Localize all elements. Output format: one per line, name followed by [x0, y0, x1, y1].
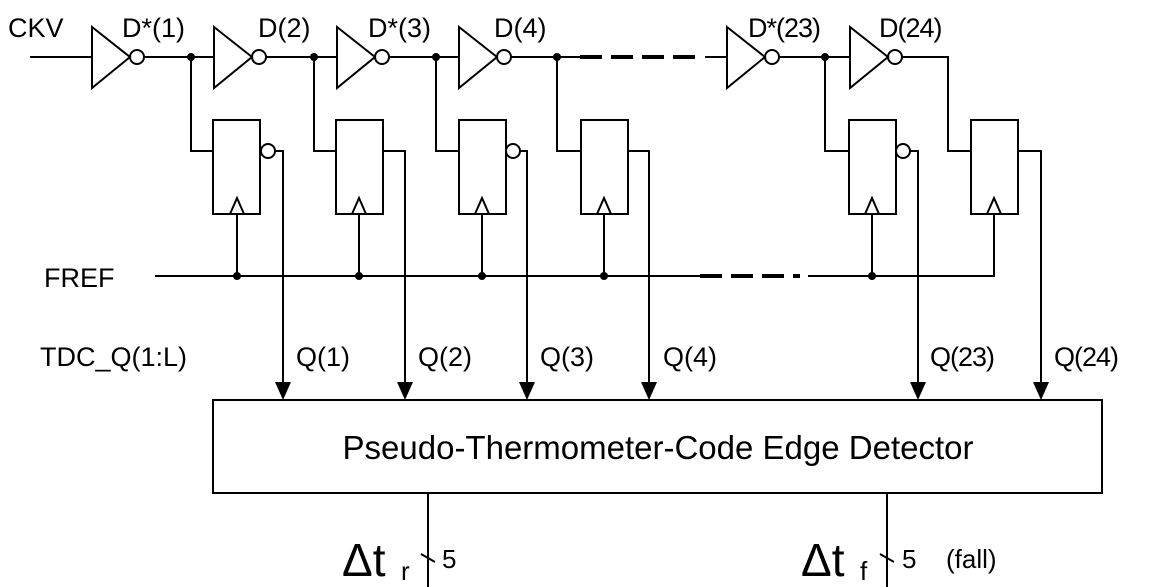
- delay-label-24: D(24): [879, 13, 942, 43]
- bus-slash-rise: [420, 553, 436, 563]
- flip-flop-2: [335, 119, 384, 215]
- flip-flop-24: [970, 119, 1019, 215]
- q-arrow-2: [397, 382, 413, 400]
- q-label-1: Q(1): [296, 342, 350, 372]
- bus-slash-fall: [879, 553, 895, 563]
- flip-flop-1: [212, 119, 276, 215]
- bus-width-fall: 5: [902, 544, 916, 574]
- flip-flop-4: [580, 119, 629, 215]
- flip-flop-23: [848, 119, 911, 215]
- delay-label-2: D(2): [258, 13, 311, 43]
- q-label-4: Q(4): [663, 342, 717, 372]
- q-arrow-3: [519, 382, 535, 400]
- tap-wire-23: [824, 57, 849, 152]
- q-wire-1: [275, 150, 284, 385]
- delay-label-3: D*(3): [368, 13, 431, 43]
- tap-wire-3: [435, 57, 459, 152]
- q-wire-24: [1018, 150, 1042, 385]
- bus-width-rise: 5: [442, 544, 456, 574]
- ckv-label: CKV: [8, 13, 64, 43]
- q-arrow-24: [1033, 382, 1049, 400]
- delay-label-1: D*(1): [122, 13, 185, 43]
- chain-wire-24: [902, 56, 971, 152]
- q-label-24: Q(24): [1054, 342, 1118, 372]
- clk-dot-2: [355, 272, 363, 280]
- fref-wire-end: [808, 214, 995, 277]
- q-wire-2: [383, 150, 406, 385]
- clk-dot-23: [868, 272, 876, 280]
- q-label-3: Q(3): [540, 342, 594, 372]
- flip-flop-3: [458, 119, 521, 215]
- tap-wire-1: [190, 57, 213, 152]
- q-label-23: Q(23): [930, 342, 994, 372]
- tap-wire-4: [556, 57, 581, 152]
- edge-detector-block: [212, 399, 1103, 494]
- q-label-2: Q(2): [418, 342, 472, 372]
- clk-dot-4: [600, 272, 608, 280]
- q-arrow-23: [910, 382, 926, 400]
- fall-note: (fall): [946, 544, 997, 574]
- delay-label-4: D(4): [494, 13, 547, 43]
- fref-label: FREF: [44, 263, 115, 293]
- delta-t-rise-subscript: r: [401, 556, 410, 586]
- q-arrow-1: [275, 382, 291, 400]
- tdc-bus-label: TDC_Q(1:L): [40, 342, 187, 372]
- q-wire-23: [910, 150, 919, 385]
- delta-t-fall-subscript: f: [860, 556, 868, 586]
- q-wire-3: [520, 150, 528, 385]
- clk-dot-3: [478, 272, 486, 280]
- tap-wire-2: [313, 57, 336, 152]
- delta-t-fall-symbol: Δt: [801, 534, 845, 586]
- edge-detector-label: Pseudo-Thermometer-Code Edge Detector: [343, 429, 974, 466]
- q-arrow-4: [641, 382, 657, 400]
- delta-t-rise-symbol: Δt: [342, 534, 386, 586]
- clk-dot-1: [233, 272, 241, 280]
- q-wire-4: [628, 150, 650, 385]
- delay-label-23: D*(23): [748, 13, 820, 43]
